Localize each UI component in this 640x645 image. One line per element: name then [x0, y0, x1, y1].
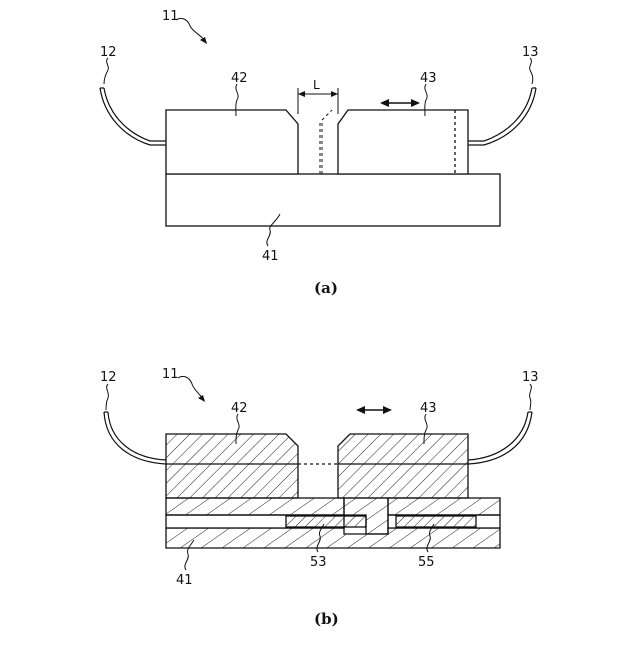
label-41-a: 41 — [262, 249, 279, 264]
gap-dim-arrow-right — [331, 91, 338, 97]
label-13-a: 13 — [522, 45, 539, 60]
label-41-b: 41 — [176, 573, 193, 588]
leader-11-b — [178, 376, 204, 400]
label-12-a: 12 — [100, 45, 117, 60]
panel-b — [166, 434, 500, 548]
movement-arrow-a-left-head — [380, 99, 389, 107]
leader-13-b — [530, 384, 532, 410]
block-43-a — [338, 110, 468, 174]
leader-11-a-arrowhead — [200, 37, 207, 44]
leader-12-b — [106, 384, 108, 410]
caption-b: (b) — [314, 610, 339, 628]
label-12-b: 12 — [100, 370, 117, 385]
label-11-b: 11 — [162, 367, 179, 382]
gap-guide-dashed — [320, 110, 332, 174]
label-53: 53 — [310, 555, 327, 570]
fiber-13-a — [468, 88, 532, 141]
fiber-13-a-outer — [468, 88, 536, 145]
label-11-a: 11 — [162, 9, 179, 24]
electrode-55 — [396, 516, 476, 527]
label-42-b: 42 — [231, 401, 248, 416]
leader-12-a — [104, 58, 108, 84]
block-43-b — [338, 434, 468, 498]
leader-11-b-arrowhead — [198, 395, 205, 402]
fiber-12-b-inner — [108, 412, 166, 460]
caption-a: (a) — [314, 279, 338, 297]
electrode-53 — [286, 516, 366, 527]
plate-left-b — [166, 498, 344, 515]
block-42-a — [166, 110, 298, 174]
gap-dim-arrow-left — [298, 91, 305, 97]
label-55: 55 — [418, 555, 435, 570]
panel-a — [100, 18, 536, 246]
leader-11-a — [176, 18, 206, 42]
label-43-b: 43 — [420, 401, 437, 416]
movement-arrow-a-right-head — [411, 99, 420, 107]
label-43-a: 43 — [420, 71, 437, 86]
label-gap-l: L — [313, 78, 320, 92]
substrate-41-a — [166, 174, 500, 226]
substrate-41-b — [166, 528, 500, 548]
label-42-a: 42 — [231, 71, 248, 86]
plate-right-b — [388, 498, 500, 515]
block-42-b — [166, 434, 298, 498]
fiber-12-a-outer — [100, 88, 166, 145]
fiber-12-a — [104, 88, 166, 141]
leader-13-a — [530, 58, 533, 84]
movement-arrow-b-left-head — [356, 406, 365, 414]
movement-arrow-b-right-head — [383, 406, 392, 414]
fiber-13-b-inner — [468, 412, 528, 460]
label-13-b: 13 — [522, 370, 539, 385]
